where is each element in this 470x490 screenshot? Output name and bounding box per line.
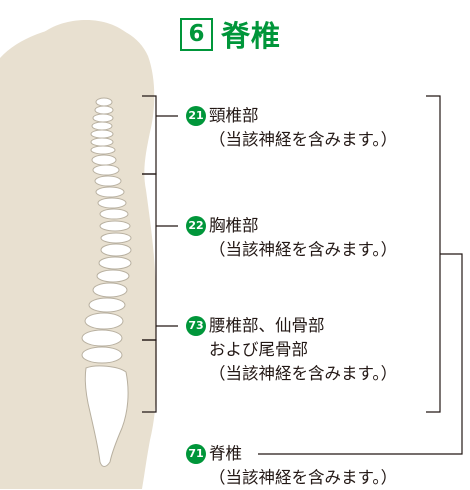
badge-73: 73 [186, 316, 206, 336]
section-title: 6 脊椎 [180, 14, 281, 54]
label-thoracic-name: 胸椎部 [209, 214, 259, 238]
badge-22: 22 [186, 216, 206, 236]
label-spine-note: （当該神経を含みます。） [186, 466, 397, 490]
label-cervical-name: 頸椎部 [209, 104, 259, 128]
label-spine-name: 脊椎 [209, 442, 242, 466]
label-lumbar-subname: および尾骨部 [186, 338, 397, 362]
label-lumbar-name: 腰椎部、仙骨部 [209, 314, 325, 338]
label-cervical-note: （当該神経を含みます。） [186, 128, 397, 152]
badge-21: 21 [186, 106, 206, 126]
badge-71: 71 [186, 444, 206, 464]
label-thoracic-note: （当該神経を含みます。） [186, 238, 397, 262]
section-title-text: 脊椎 [221, 13, 281, 55]
section-number: 6 [180, 18, 213, 51]
label-lumbar-note: （当該神経を含みます。） [186, 362, 397, 386]
